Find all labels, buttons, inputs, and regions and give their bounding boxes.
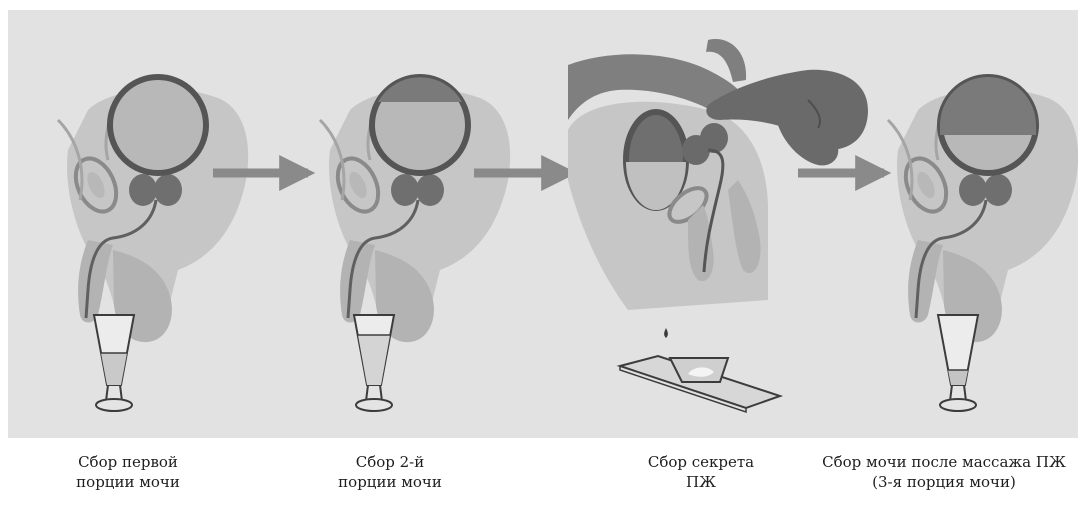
slide-step-3 xyxy=(620,328,780,412)
caption-step-4: Сбор мочи после массажа ПЖ (3-я порция м… xyxy=(814,452,1074,492)
caption-line: порции мочи xyxy=(0,472,258,492)
cup-step-4 xyxy=(938,315,978,411)
caption-step-3: Сбор секрета ПЖ xyxy=(571,452,831,492)
anatomy-step-1 xyxy=(58,77,248,342)
cup-step-1 xyxy=(94,315,134,411)
caption-step-2: Сбор 2-й порции мочи xyxy=(260,452,520,492)
caption-step-1: Сбор первой порции мочи xyxy=(0,452,258,492)
anatomy-step-2 xyxy=(320,77,510,342)
caption-line: Сбор секрета xyxy=(571,452,831,472)
caption-line: (3-я порция мочи) xyxy=(814,472,1074,492)
caption-line: порции мочи xyxy=(260,472,520,492)
cup-step-2 xyxy=(354,315,394,411)
diagram-panel xyxy=(8,10,1078,438)
caption-line: Сбор первой xyxy=(0,452,258,472)
bladder-step-1 xyxy=(110,77,206,173)
anatomy-step-4 xyxy=(888,77,1078,342)
caption-line: Сбор мочи после массажа ПЖ xyxy=(814,452,1074,472)
caption-line: Сбор 2-й xyxy=(260,452,520,472)
caption-line: ПЖ xyxy=(571,472,831,492)
